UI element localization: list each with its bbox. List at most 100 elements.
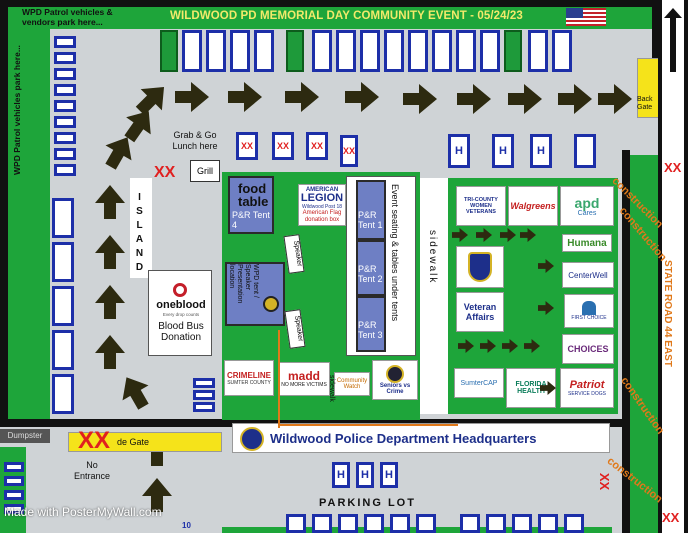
- parking-lot-label: PARKING LOT: [319, 497, 416, 509]
- pr-tent-1: P&R Tent 1: [356, 180, 386, 240]
- parking-slot: [54, 36, 76, 48]
- arrow-up-icon: [140, 478, 174, 512]
- grill-box: Grill: [190, 160, 220, 182]
- no-entrance-note: No Entrance: [73, 460, 111, 481]
- parking-slot: [230, 30, 250, 72]
- building-icon: [582, 301, 596, 315]
- parking-slot: [193, 390, 215, 400]
- parking-slot: [336, 30, 356, 72]
- parking-slot: [54, 148, 76, 160]
- right-border-top: [652, 0, 660, 60]
- arrow-right-icon: [524, 338, 540, 354]
- choices-vendor: CHOICES: [562, 334, 614, 364]
- parking-slot: [416, 514, 436, 533]
- parking-slot: [360, 30, 380, 72]
- parking-slot: [364, 514, 384, 533]
- road-edge: [684, 0, 688, 533]
- arrow-right-icon: [175, 80, 209, 114]
- us-flag-icon: [566, 8, 606, 26]
- arrow-right-icon: [285, 80, 319, 114]
- arrow-right-icon: [452, 227, 468, 243]
- parking-slot: [408, 30, 428, 72]
- parking-slot: [460, 514, 480, 533]
- oneblood-vendor: oneblood Every drop counts Blood Bus Don…: [148, 270, 212, 356]
- parking-slot: [538, 514, 558, 533]
- xx-marker: XX: [78, 427, 111, 454]
- arrow-right-icon: [520, 227, 536, 243]
- handicap-slot: H: [356, 462, 374, 488]
- patrol-park-note: WPD Patrol vehicles park here...: [12, 45, 22, 175]
- parking-slot: [54, 132, 76, 144]
- parking-slot: [4, 490, 24, 500]
- parking-slot: [574, 134, 596, 168]
- police-badge-icon: [468, 252, 492, 282]
- parking-slot: [54, 52, 76, 64]
- parking-slot: [512, 514, 532, 533]
- arrow-diagonal-icon: [115, 101, 162, 148]
- watermark: Made with PosterMyWall.com: [4, 505, 162, 519]
- apd-vendor: apd Cares: [560, 186, 614, 226]
- arrow-right-icon: [480, 338, 496, 354]
- parking-slot: [4, 462, 24, 472]
- back-gate-label: Back Gate: [637, 96, 653, 111]
- right-border: [622, 150, 630, 533]
- parking-slot: [52, 374, 74, 414]
- parking-slot: [54, 84, 76, 96]
- parking-slot: [384, 30, 404, 72]
- seniors-crime-vendor: Seniors vs Crime: [372, 360, 418, 400]
- road-edge: [658, 0, 662, 533]
- badge-icon: [386, 365, 404, 383]
- community-watch-vendor: Community Watch: [334, 372, 370, 396]
- wpd-speaker-tent: WPD tent / Speaker Presentation location: [225, 262, 285, 326]
- parking-slot: [486, 514, 506, 533]
- walgreens-vendor: Walgreens: [508, 186, 558, 226]
- arrow-up-icon: [93, 335, 127, 369]
- left-grass-strip: [8, 29, 50, 419]
- centerwell-vendor: CenterWell: [562, 262, 614, 288]
- parking-slot: [182, 30, 202, 72]
- xx-slot: XX: [272, 132, 294, 160]
- parking-slot: [54, 68, 76, 80]
- grab-go-note: Grab & Go Lunch here: [172, 130, 218, 151]
- state-road-label: STATE ROAD 44 EAST: [662, 260, 673, 367]
- parking-slot: [312, 30, 332, 72]
- parking-slot: [564, 514, 584, 533]
- arrow-right-icon: [508, 82, 542, 116]
- arrow-up-icon: [93, 285, 127, 319]
- xx-slot: XX: [236, 132, 258, 160]
- orange-path: [278, 424, 458, 426]
- patrol-vendors-note: WPD Patrol vehicles & vendors park here.…: [22, 7, 113, 27]
- parking-slot: [286, 514, 306, 533]
- pr-tent-3: P&R Tent 3: [356, 296, 386, 352]
- humana-vendor: Humana: [562, 234, 612, 252]
- parking-slot: [254, 30, 274, 72]
- handicap-slot: H: [380, 462, 398, 488]
- parking-slot: [54, 164, 76, 176]
- handicap-slot: H: [332, 462, 350, 488]
- arrow-right-icon: [345, 80, 379, 114]
- first-choice-vendor: FIRST CHOICE: [564, 294, 614, 328]
- xx-slot: XX: [306, 132, 328, 160]
- sidewalk-label: sidewalk: [427, 230, 438, 285]
- hq-label: Wildwood Police Department Headquarters: [270, 431, 537, 446]
- police-badge-icon: [263, 296, 279, 312]
- parking-slot: [480, 30, 500, 72]
- parking-slot: [206, 30, 226, 72]
- hq-banner: [232, 423, 610, 453]
- parking-slot: [4, 476, 24, 486]
- handicap-slot: H: [530, 134, 552, 168]
- arrow-right-icon: [476, 227, 492, 243]
- island-label: ISLAND: [134, 192, 145, 276]
- arrow-up-icon: [93, 185, 127, 219]
- arrow-right-icon: [228, 80, 262, 114]
- arrow-up-icon: [93, 235, 127, 269]
- arrow-right-icon: [558, 82, 592, 116]
- arrow-right-icon: [500, 227, 516, 243]
- parking-slot: [54, 100, 76, 112]
- header-band: [8, 7, 652, 29]
- parking-slot: [193, 378, 215, 388]
- arrow-right-icon: [538, 258, 554, 274]
- road-gate-arrow: [664, 8, 682, 78]
- island-box: [130, 178, 152, 278]
